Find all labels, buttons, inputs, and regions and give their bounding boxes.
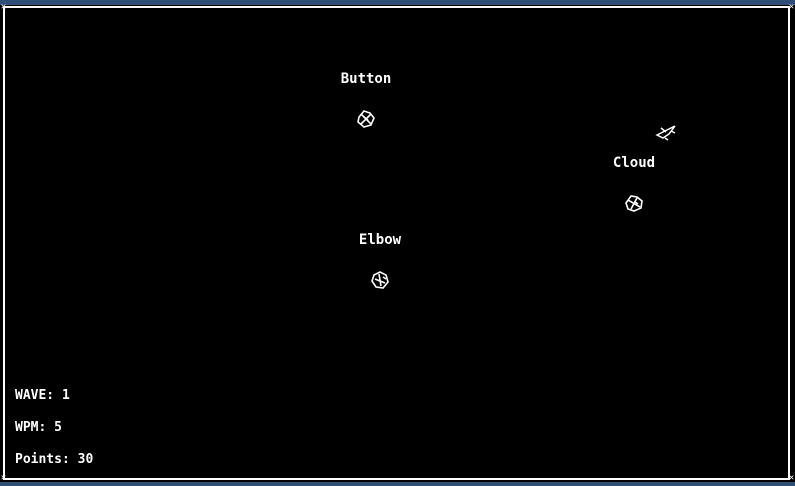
wpm-counter: WPM: 5: [15, 420, 62, 435]
playfield-border: [3, 6, 790, 480]
points-counter: Points: 30: [15, 452, 94, 467]
asteroid-icon: [371, 271, 389, 289]
enemy-word-button: Button: [340, 71, 392, 87]
window-top-bar: [0, 0, 795, 5]
asteroid-icon: [625, 195, 643, 212]
corner-ornament-icon: ✕: [788, 473, 795, 483]
corner-ornament-icon: ✕: [0, 473, 7, 483]
wave-counter: WAVE: 1: [15, 388, 70, 403]
asteroid-icon: [357, 110, 375, 128]
corner-ornament-icon: ✕: [0, 2, 7, 12]
spaceship-icon: [655, 125, 676, 141]
window-bottom-bar: [0, 482, 795, 486]
corner-ornament-icon: ✕: [788, 2, 795, 12]
enemy-word-elbow: Elbow: [358, 232, 402, 248]
enemy-word-cloud: Cloud: [612, 155, 656, 171]
